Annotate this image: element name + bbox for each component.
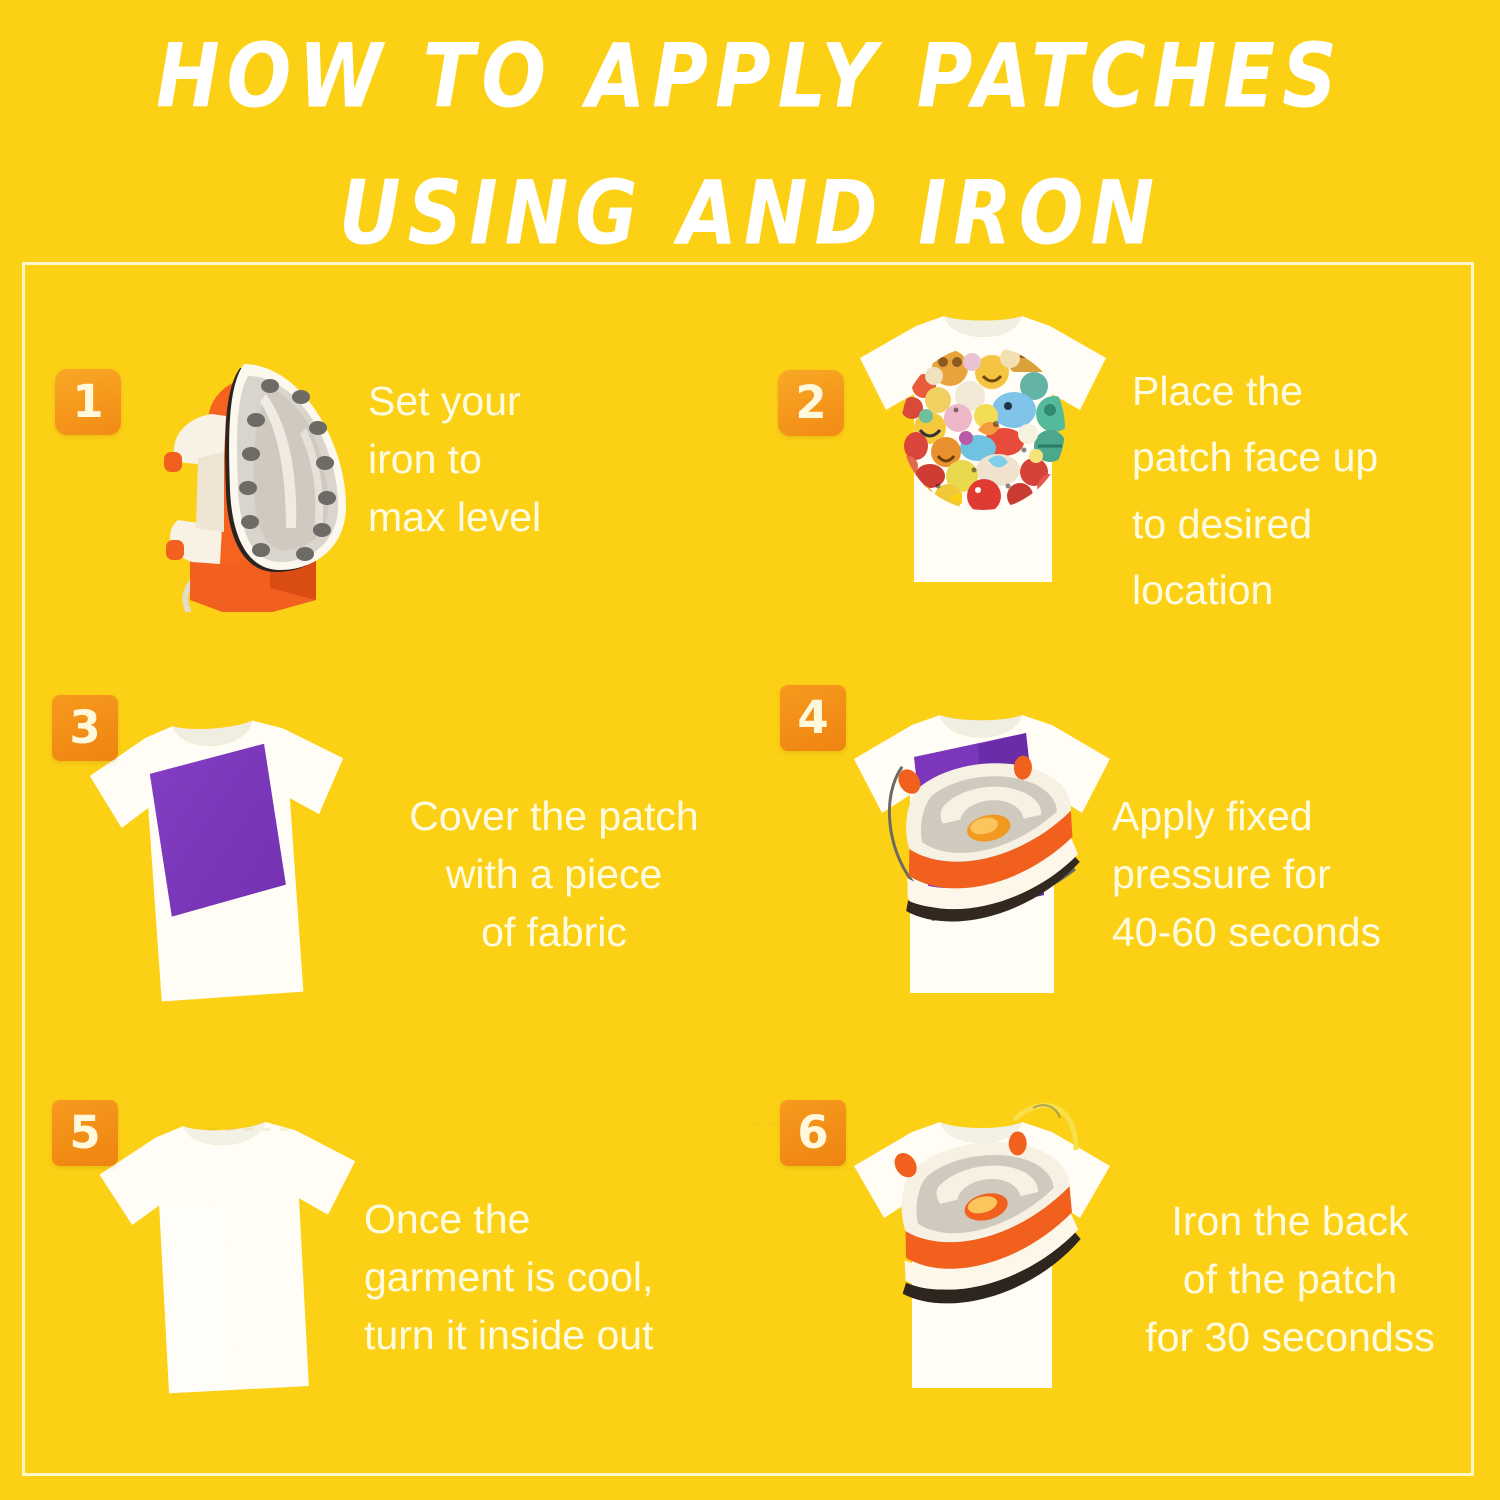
step-number-badge-6: 6 [780,1100,846,1166]
iron-on-tshirt-icon [828,1088,1148,1418]
step-5: 5 Once the garment is cool, turn it insi… [0,1072,750,1476]
step-number-badge-3: 3 [52,695,118,761]
step-text-6: Iron the back of the patch for 30 second… [1145,1198,1435,1361]
step-4: 4 Apply fixed pressure for 40-60 seconds [750,667,1500,1072]
step-6: 6 Iron the back of the patch for 30 seco… [750,1072,1500,1476]
step-2: 2 Place the patch face up to desired loc… [750,262,1500,667]
title-line-1: How to apply patches [156,24,1344,128]
step-number-badge-2: 2 [778,370,844,436]
title-line-2: using and iron [338,161,1162,265]
step-3: 3 Cover the patch with a piece of fabric [0,667,750,1072]
step-number-badge-1: 1 [55,369,121,435]
steps-grid: 1 Set your iron to max level [0,262,1500,1476]
step-text-3: Cover the patch with a piece of fabric [409,793,699,956]
tshirt-with-purple-fabric-icon [72,705,372,1015]
step-text-2: Place the patch face up to desired locat… [1132,368,1379,614]
upright-iron-icon [120,332,360,620]
step-text-1: Set your iron to max level [368,378,542,541]
step-text-5: Once the garment is cool, turn it inside… [364,1196,654,1359]
iron-on-purple-fabric-icon [828,699,1138,1019]
faint-dash-residue-left [208,1128,296,1131]
tshirt-with-patch-collage-icon [838,300,1128,600]
plain-white-tshirt-icon [78,1102,378,1412]
step-number-badge-4: 4 [780,685,846,751]
step-number-badge-5: 5 [52,1100,118,1166]
step-1: 1 Set your iron to max level [0,262,750,667]
page-title: How to apply patches using and iron [0,8,1500,282]
step-text-4: Apply fixed pressure for 40-60 seconds [1112,793,1381,956]
